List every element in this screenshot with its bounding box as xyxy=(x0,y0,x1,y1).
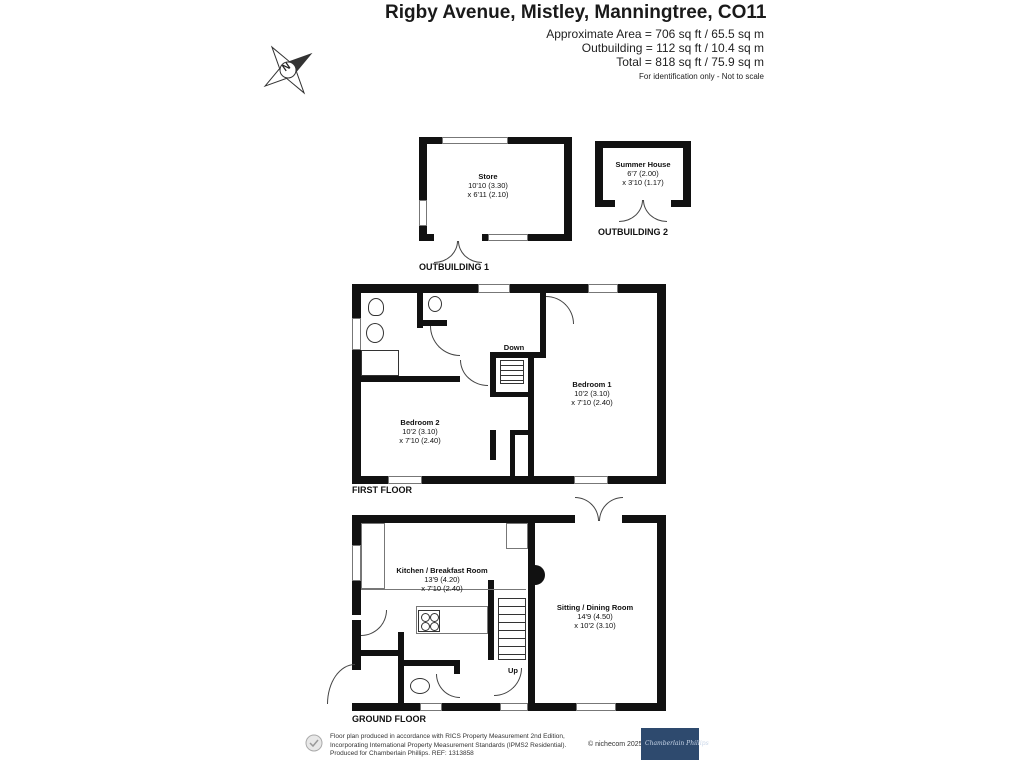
area-total: Total = 818 sq ft / 75.9 sq m xyxy=(616,55,764,69)
area-outbuilding: Outbuilding = 112 sq ft / 10.4 sq m xyxy=(581,41,764,55)
sitting-room-label: Sitting / Dining Room 14'9 (4.50) x 10'2… xyxy=(557,603,633,630)
store-dim1: 10'10 (3.30) xyxy=(468,181,508,190)
summer-house-dim1: 6'7 (2.00) xyxy=(627,169,659,178)
bedroom1-name: Bedroom 1 xyxy=(572,380,612,389)
first-floor-label: FIRST FLOOR xyxy=(352,485,412,495)
first-floor-stairs-label: Down xyxy=(503,343,525,352)
bedroom2-name: Bedroom 2 xyxy=(400,418,440,427)
footer-text: Floor plan produced in accordance with R… xyxy=(330,733,566,759)
rics-icon xyxy=(305,734,323,752)
bedroom1-label: Bedroom 1 10'2 (3.10) x 7'10 (2.40) xyxy=(571,380,612,407)
page-title: Rigby Avenue, Mistley, Manningtree, CO11 xyxy=(385,2,767,23)
sitting-room-name: Sitting / Dining Room xyxy=(556,603,634,612)
summer-house-dim2: x 3'10 (1.17) xyxy=(622,178,664,187)
bedroom1-dim1: 10'2 (3.10) xyxy=(574,389,610,398)
copyright: © nichecom 2025 xyxy=(588,741,643,748)
kitchen-dim1: 13'9 (4.20) xyxy=(424,575,460,584)
bedroom2-dim1: 10'2 (3.10) xyxy=(402,427,438,436)
bedroom2-dim2: x 7'10 (2.40) xyxy=(399,436,441,445)
agent-logo: Chamberlain Phillips xyxy=(641,728,709,760)
footer-line3: Produced for Chamberlain Phillips. REF: … xyxy=(330,750,474,757)
area-main: Approximate Area = 706 sq ft / 65.5 sq m xyxy=(546,27,764,41)
bedroom1-dim2: x 7'10 (2.40) xyxy=(571,398,613,407)
footer-line1: Floor plan produced in accordance with R… xyxy=(330,733,565,740)
sitting-room-dim1: 14'9 (4.50) xyxy=(577,612,613,621)
compass-icon xyxy=(263,45,313,95)
kitchen-dim2: x 7'10 (2.40) xyxy=(421,584,463,593)
ground-floor-stairs-label: Up xyxy=(508,666,518,675)
scale-note: For identification only - Not to scale xyxy=(639,72,764,81)
outbuilding1-label: OUTBUILDING 1 xyxy=(419,262,490,272)
summer-house-label: Summer House 6'7 (2.00) x 3'10 (1.17) xyxy=(615,160,670,187)
bedroom2-label: Bedroom 2 10'2 (3.10) x 7'10 (2.40) xyxy=(399,418,440,445)
store-label: Store 10'10 (3.30) x 6'11 (2.10) xyxy=(468,172,509,199)
kitchen-name: Kitchen / Breakfast Room xyxy=(396,566,488,575)
agent-logo-text: Chamberlain Phillips xyxy=(645,740,709,747)
footer-line2: Incorporating International Property Mea… xyxy=(330,741,567,749)
outbuilding2-label: OUTBUILDING 2 xyxy=(598,227,669,237)
store-name: Store xyxy=(478,172,498,181)
store-dim2: x 6'11 (2.10) xyxy=(467,190,509,199)
ground-floor-label: GROUND FLOOR xyxy=(352,714,426,724)
summer-house-name: Summer House xyxy=(615,160,671,169)
kitchen-label: Kitchen / Breakfast Room 13'9 (4.20) x 7… xyxy=(396,566,487,593)
sitting-room-dim2: x 10'2 (3.10) xyxy=(574,621,616,630)
